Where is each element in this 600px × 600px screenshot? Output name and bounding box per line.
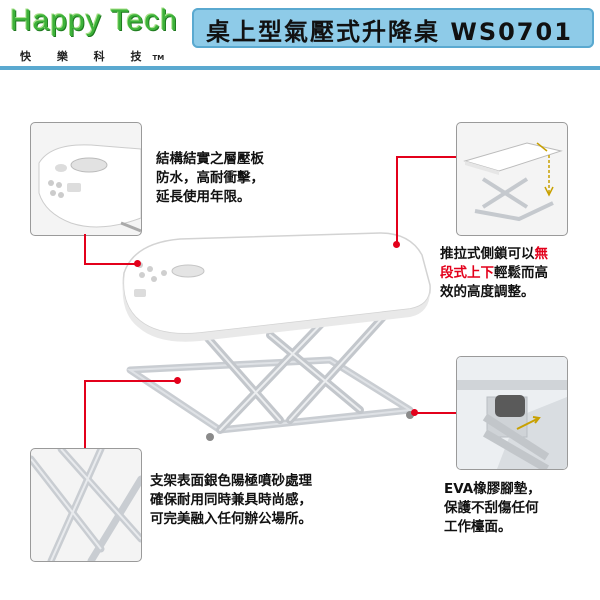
feature-side-lock-line-3: 效的高度調整。	[440, 284, 535, 300]
callout-line-2b	[396, 156, 456, 158]
callout-line-3	[84, 380, 86, 448]
feature-frame-line-1: 支架表面銀色陽極噴砂處理	[150, 473, 312, 489]
product-title-bar: 桌上型氣壓式升降桌 WS0701	[192, 8, 594, 48]
feature-frame-line-3: 可完美融入任何辦公場所。	[150, 511, 312, 527]
callout-dot-2	[393, 241, 400, 248]
feature-side-lock-line-1: 推拉式側鎖可以無	[440, 246, 548, 262]
eva-foot-pad-image	[457, 357, 567, 469]
callout-dot-4	[411, 409, 418, 416]
brand-chinese-name: 快 樂 科 技TM	[20, 50, 165, 63]
feature-frame-line-2: 確保耐用同時兼具時尚感，	[150, 492, 312, 508]
panel-lift-detail	[456, 122, 568, 236]
callout-line-3b	[84, 380, 176, 382]
feature-eva-line-1: EVA橡膠腳墊，	[444, 481, 541, 497]
feature-side-lock: 推拉式側鎖可以無 段式上下輕鬆而高 效的高度調整。	[440, 245, 548, 302]
tabletop-closeup-image	[38, 144, 141, 233]
callout-dot-1	[134, 260, 141, 267]
standing-desk-illustration	[122, 232, 431, 441]
lift-mechanism-image	[463, 142, 563, 222]
callout-dot-3	[174, 377, 181, 384]
callout-line-4	[414, 412, 456, 414]
brand-name: Happy Tech	[10, 4, 178, 37]
callout-line-1	[84, 234, 86, 264]
feature-eva-line-2: 保護不刮傷任何	[444, 500, 539, 516]
callout-line-2	[396, 156, 398, 246]
feature-frame-finish: 支架表面銀色陽極噴砂處理 確保耐用同時兼具時尚感， 可完美融入任何辦公場所。	[150, 472, 312, 529]
panel-frame-detail	[30, 448, 142, 562]
feature-eva-line-3: 工作檯面。	[444, 519, 512, 535]
feature-laminate-line-2: 防水，高耐衝擊，	[156, 170, 264, 186]
brand-logo: Happy Tech 快 樂 科 技TM	[10, 4, 200, 64]
frame-finish-image	[31, 449, 141, 561]
trademark-mark: TM	[152, 54, 165, 62]
panel-foot-pad-detail	[456, 356, 568, 470]
callout-line-1b	[84, 263, 136, 265]
header-divider	[0, 66, 600, 70]
panel-tabletop-detail	[30, 122, 142, 236]
feature-laminate: 結構結實之層壓板 防水，高耐衝擊， 延長使用年限。	[156, 150, 264, 207]
feature-side-lock-line-2: 段式上下輕鬆而高	[440, 265, 548, 281]
feature-laminate-line-3: 延長使用年限。	[156, 189, 251, 205]
desk-frame	[126, 356, 414, 434]
feature-eva-pad: EVA橡膠腳墊， 保護不刮傷任何 工作檯面。	[444, 480, 541, 537]
feature-laminate-line-1: 結構結實之層壓板	[156, 151, 264, 167]
product-title: 桌上型氣壓式升降桌 WS0701	[206, 18, 573, 46]
